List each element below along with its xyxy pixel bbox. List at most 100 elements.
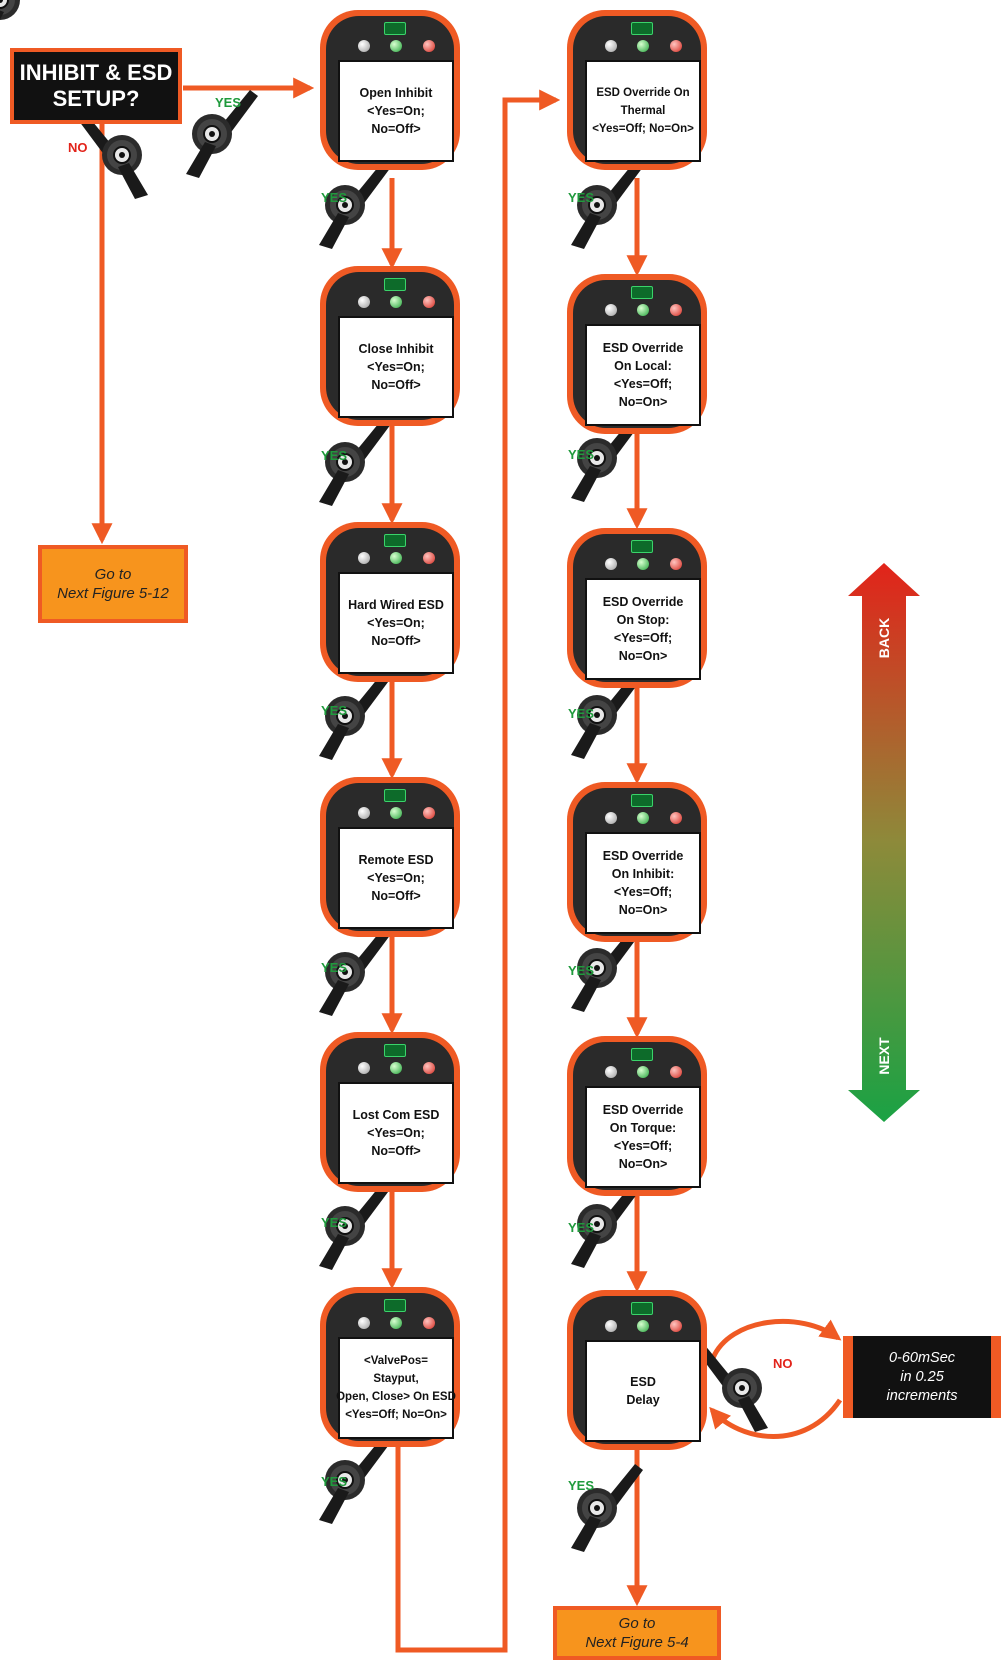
selector-knob-icon (0, 0, 20, 20)
red-led-icon (423, 296, 435, 308)
red-led-icon (670, 304, 682, 316)
device-screen: ESD Override On Stop: <Yes=Off; No=On> (585, 578, 701, 680)
no-label: NO (773, 1356, 793, 1371)
red-led-icon (670, 1066, 682, 1078)
goto-left-box: Go to Next Figure 5-12 (38, 545, 188, 623)
connector-port-icon (631, 1048, 653, 1061)
selector-knob-icon (318, 160, 392, 250)
start-line: SETUP? (52, 86, 140, 111)
selector-knob-icon (570, 160, 644, 250)
yes-label: YES (321, 448, 348, 463)
next-label: NEXT (876, 1037, 892, 1075)
screen-line: <Yes=On; (367, 616, 425, 630)
arrow-delay-to-increments (710, 1318, 842, 1360)
connector-port-icon (384, 22, 406, 35)
device-remote-esd: Remote ESD <Yes=On; No=Off> (320, 777, 460, 937)
connector-port-icon (384, 534, 406, 547)
green-led-icon (637, 812, 649, 824)
connector-port-icon (384, 1044, 406, 1057)
arrow-column-link (395, 89, 561, 1653)
green-led-icon (390, 1317, 402, 1329)
screen-line: Lost Com ESD (352, 1108, 440, 1122)
red-led-icon (423, 40, 435, 52)
yes-label: YES (321, 1215, 348, 1230)
goto-bottom-box: Go to Next Figure 5-4 (553, 1606, 721, 1660)
device-hard-wired-esd: Hard Wired ESD <Yes=On; No=Off> (320, 522, 460, 682)
white-led-icon (358, 552, 370, 564)
screen-line: <ValvePos= (364, 1355, 428, 1367)
connector-port-icon (631, 22, 653, 35)
screen-line: <Yes=Off; No=On> (592, 123, 694, 135)
goto-bottom-line: Next Figure 5-4 (585, 1634, 689, 1651)
white-led-icon (605, 1066, 617, 1078)
screen-line: ESD Override (602, 849, 684, 863)
screen-line: <Yes=On; (367, 104, 425, 118)
red-led-icon (670, 558, 682, 570)
device-esd-override-torque: ESD Override On Torque: <Yes=Off; No=On> (567, 1036, 707, 1196)
connector-port-icon (384, 278, 406, 291)
green-led-icon (637, 1320, 649, 1332)
green-led-icon (390, 40, 402, 52)
screen-line: Open, Close> On ESD (336, 1391, 456, 1403)
connector-port-icon (384, 789, 406, 802)
yes-label: YES (321, 190, 348, 205)
white-led-icon (605, 1320, 617, 1332)
green-led-icon (637, 40, 649, 52)
green-led-icon (637, 1066, 649, 1078)
screen-line: No=On> (618, 1157, 668, 1171)
selector-knob-icon (75, 110, 149, 200)
white-led-icon (358, 1062, 370, 1074)
increments-line: 0-60mSec (888, 1349, 956, 1366)
screen-line: On Local: (614, 359, 672, 373)
green-led-icon (390, 1062, 402, 1074)
connector-port-icon (631, 286, 653, 299)
screen-line: No=Off> (371, 1144, 421, 1158)
yes-label: YES (568, 447, 595, 462)
screen-line: Thermal (620, 105, 666, 117)
white-led-icon (605, 40, 617, 52)
screen-line: On Stop: (616, 613, 670, 627)
start-line: INHIBIT & ESD (19, 60, 173, 85)
red-led-icon (423, 1317, 435, 1329)
screen-line: No=Off> (371, 378, 421, 392)
screen-line: ESD (630, 1375, 656, 1389)
red-led-icon (423, 1062, 435, 1074)
red-led-icon (423, 552, 435, 564)
yes-label: YES (568, 1478, 595, 1493)
screen-line: No=On> (618, 395, 668, 409)
screen-line: ESD Override (602, 1103, 684, 1117)
green-led-icon (390, 807, 402, 819)
device-screen: ESD Override On Local: <Yes=Off; No=On> (585, 324, 701, 426)
screen-line: <Yes=On; (367, 1126, 425, 1140)
device-open-inhibit: Open Inhibit <Yes=On; No=Off> (320, 10, 460, 170)
connector-port-icon (631, 794, 653, 807)
white-led-icon (358, 296, 370, 308)
device-esd-override-stop: ESD Override On Stop: <Yes=Off; No=On> (567, 528, 707, 688)
screen-line: <Yes=Off; (613, 631, 673, 645)
yes-label: YES (321, 703, 348, 718)
screen-line: On Torque: (609, 1121, 677, 1135)
red-led-icon (423, 807, 435, 819)
screen-line: Hard Wired ESD (348, 598, 444, 612)
device-valve-position: <ValvePos= Stayput, Open, Close> On ESD … (320, 1287, 460, 1447)
white-led-icon (358, 807, 370, 819)
screen-line: <Yes=On; (367, 871, 425, 885)
screen-line: Open Inhibit (359, 86, 433, 100)
screen-line: ESD Override (602, 595, 684, 609)
red-led-icon (670, 40, 682, 52)
yes-label: YES (321, 960, 348, 975)
device-lost-com-esd: Lost Com ESD <Yes=On; No=Off> (320, 1032, 460, 1192)
screen-line: <Yes=Off; (613, 1139, 673, 1153)
screen-line: No=On> (618, 649, 668, 663)
bidirectional-arrow-icon (848, 563, 920, 1122)
screen-line: <Yes=Off; (613, 885, 673, 899)
green-led-icon (390, 552, 402, 564)
device-screen: Close Inhibit <Yes=On; No=Off> (338, 316, 454, 418)
screen-line: No=Off> (371, 889, 421, 903)
device-screen: ESD Delay (585, 1340, 701, 1442)
device-screen: Lost Com ESD <Yes=On; No=Off> (338, 1082, 454, 1184)
increments-box: 0-60mSec in 0.25 increments (843, 1336, 1001, 1418)
screen-line: <Yes=Off; (613, 377, 673, 391)
